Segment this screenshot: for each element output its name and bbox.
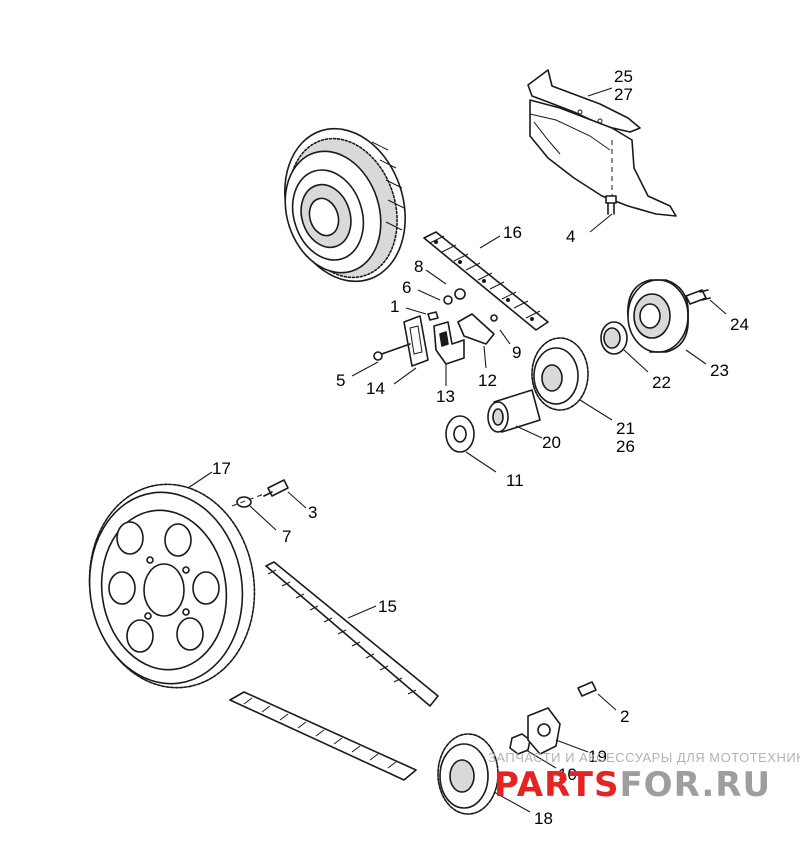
callout-11: 11 [506,471,524,490]
callout-25: 25 [614,67,633,86]
callout-27: 27 [614,85,633,104]
callout-13: 13 [436,387,455,406]
part-clutch-assembly [284,127,406,283]
part-rear-pulley [88,483,256,689]
part-bolt-3 [263,479,289,497]
callout-4: 4 [566,227,575,246]
part-nut-10 [509,733,531,755]
part-chain-adjuster [373,288,498,367]
callout-24: 24 [730,315,749,334]
part-belt-guard-bracket [527,69,677,217]
watermark: ЗАПЧАСТИ И АКСЕССУАРЫ ДЛЯ МОТОТЕХНИКИ PA… [488,750,800,805]
watermark-logo-red: PARTS [494,765,619,805]
part-lock-plate-19 [527,707,561,755]
callout-20: 20 [542,433,561,452]
watermark-logo-grey: FOR.RU [619,765,771,805]
callout-15: 15 [378,597,397,616]
callout-12: 12 [478,371,497,390]
callout-1: 1 [390,297,399,316]
part-ring-22 [600,321,628,355]
watermark-logo: PARTSFOR.RU [494,765,771,805]
part-front-pulley [437,733,499,815]
part-primary-chain [423,231,549,331]
callout-22: 22 [652,373,671,392]
callout-14: 14 [366,379,385,398]
part-spacer-20 [487,389,541,433]
watermark-tagline: ЗАПЧАСТИ И АКСЕССУАРЫ ДЛЯ МОТОТЕХНИКИ [488,750,800,765]
part-washer-11 [445,415,475,453]
callout-6: 6 [402,278,411,297]
leader-lines [187,87,727,813]
callout-16: 16 [503,223,522,242]
callout-18: 18 [534,809,553,828]
callout-10: 10 [558,765,577,784]
callout-23: 23 [710,361,729,380]
callout-17: 17 [212,459,231,478]
callout-7: 7 [282,527,291,546]
part-sprocket-21 [531,337,589,411]
callout-5: 5 [336,371,345,390]
part-bolt-24 [685,289,711,305]
callout-9: 9 [512,343,521,362]
callout-3: 3 [308,503,317,522]
part-screw-4 [605,195,617,215]
callout-labels: 25 27 4 16 8 6 1 9 12 13 14 5 24 23 22 2… [212,67,749,828]
part-drive-belt [229,561,439,781]
callout-8: 8 [414,257,423,276]
callout-2: 2 [620,707,629,726]
callout-26: 26 [616,437,635,456]
callout-21: 21 [616,419,635,438]
part-bearing-23 [627,279,689,353]
callout-19: 19 [588,747,607,766]
part-screw-2 [577,681,597,697]
